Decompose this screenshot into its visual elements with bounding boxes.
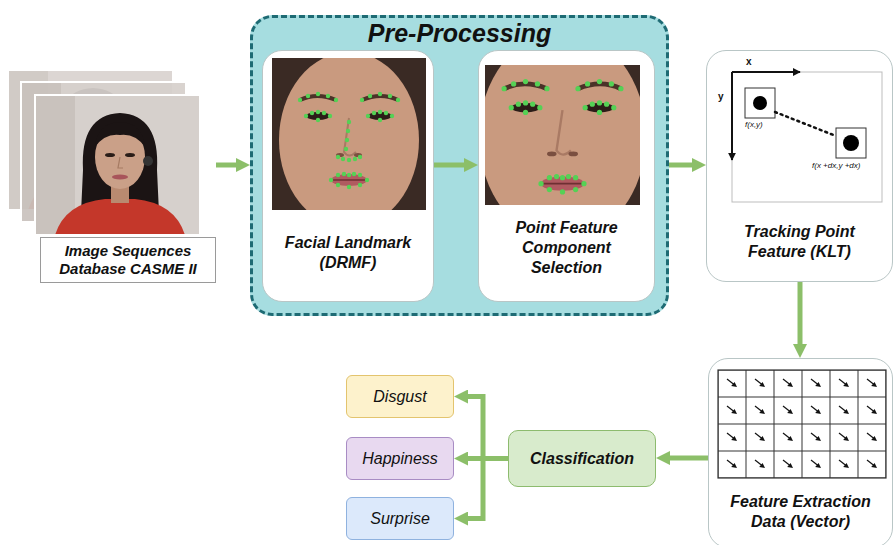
- pre-processing-band: Pre-ProcessingFacial Landmark (DRMF) Poin…: [250, 15, 669, 316]
- selected-points-face: [471, 32, 655, 241]
- flow-arrow: [460, 459, 508, 519]
- flow-arrow: [460, 397, 508, 459]
- class-box: Disgust: [346, 375, 454, 418]
- class-box: Happiness: [346, 437, 454, 480]
- node-label: Happiness: [362, 450, 438, 468]
- node-label: Tracking Point Feature (KLT): [715, 222, 884, 262]
- process-box: Facial Landmark (DRMF): [262, 50, 434, 302]
- axis-label: y: [718, 92, 724, 102]
- process-box: Point Feature Component Selection: [478, 50, 655, 302]
- function-label: f(x +dx,y +dx): [812, 162, 860, 170]
- image-source: Image Sequences Database CASME II: [8, 70, 216, 283]
- class-box: Surprise: [346, 497, 454, 540]
- node-label: Facial Landmark (DRMF): [271, 233, 425, 273]
- node-label: Point Feature Component Selection: [487, 218, 646, 278]
- flow-arrow: [662, 456, 708, 461]
- flow-arrow: [669, 163, 700, 168]
- landmark-face: [272, 52, 426, 228]
- axis-label: x: [746, 57, 752, 67]
- feature-vector-grid: [718, 370, 886, 478]
- classifier-box: Classification: [508, 430, 656, 487]
- node-label: Surprise: [370, 510, 430, 528]
- flow-arrow: [216, 163, 244, 168]
- function-label: f(x,y): [745, 121, 763, 129]
- klt-tracking-figure: [732, 72, 882, 202]
- node-label: Image Sequences Database CASME II: [40, 237, 216, 283]
- node-label: Pre-Processing: [253, 18, 666, 48]
- flow-arrow: [460, 456, 508, 461]
- process-box: Feature Extraction Data (Vector): [708, 358, 893, 545]
- node-label: Disgust: [373, 388, 426, 406]
- flow-arrow: [434, 163, 472, 168]
- image-stack: [8, 70, 200, 235]
- process-box: Tracking Point Feature (KLT): [706, 50, 893, 282]
- node-label: Feature Extraction Data (Vector): [717, 492, 884, 532]
- flow-arrow: [798, 282, 803, 352]
- node-label: Classification: [530, 450, 634, 468]
